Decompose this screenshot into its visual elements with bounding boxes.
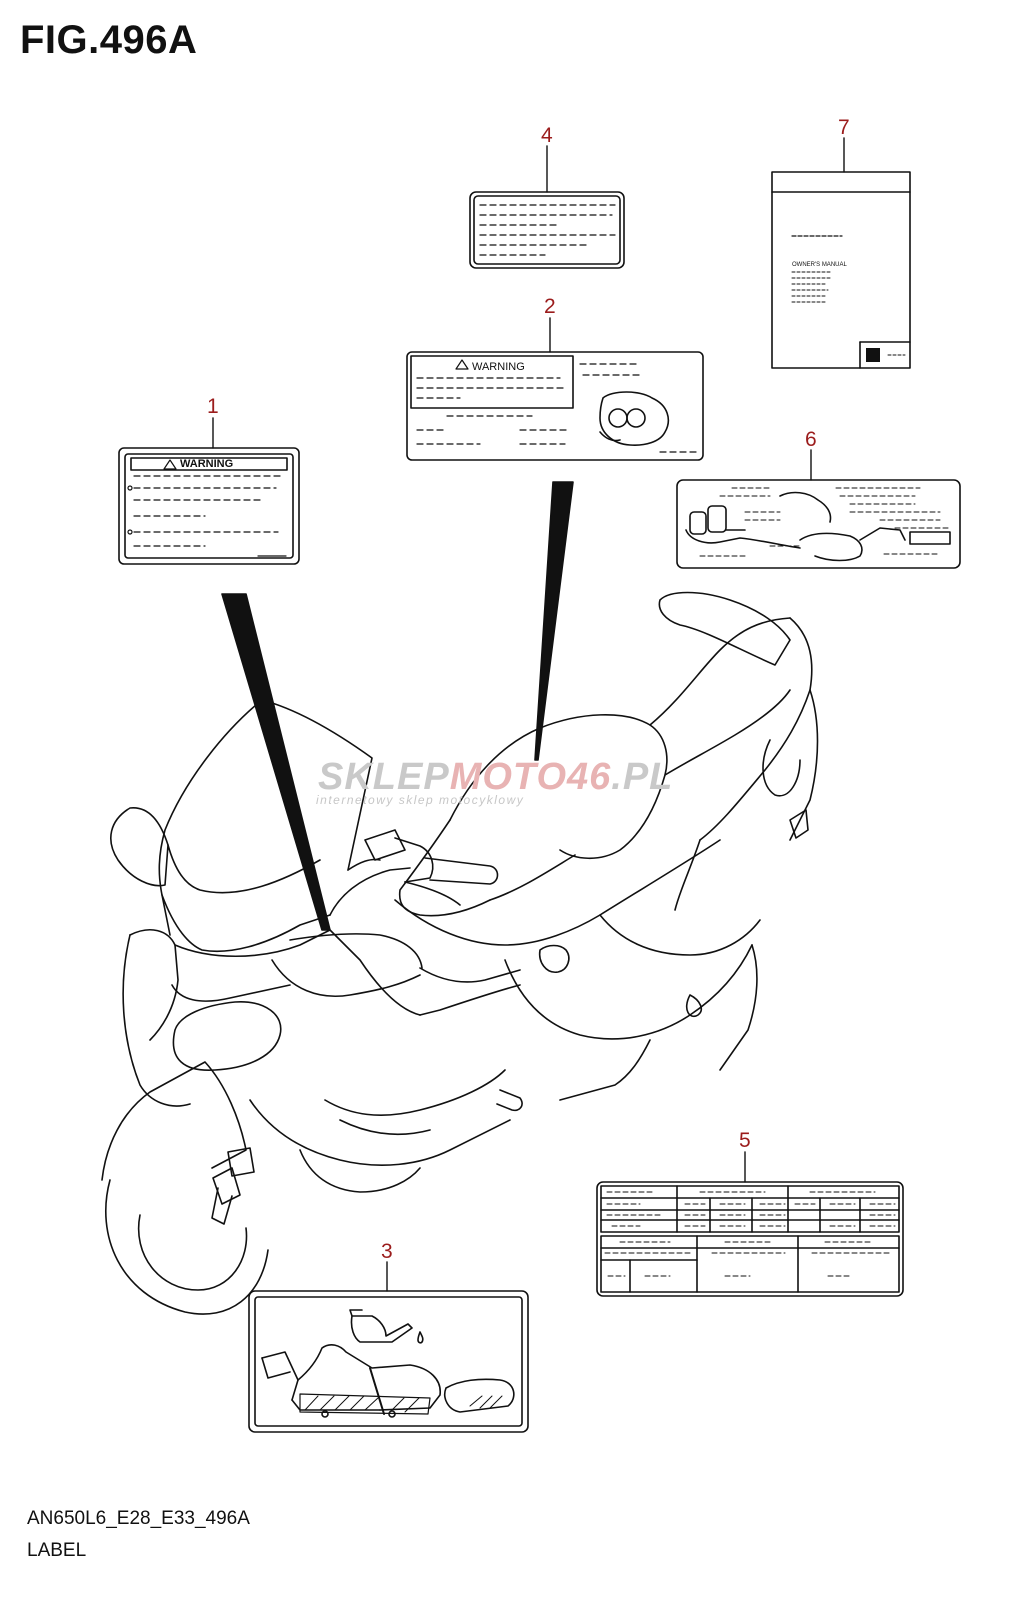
watermark-tagline: internetowy sklep motocyklowy: [316, 793, 525, 807]
scooter-outline: [101, 591, 819, 1315]
callout-4: 4: [541, 124, 553, 147]
leader-wedge-2: [534, 481, 574, 761]
watermark-brand-b: MOTO: [449, 756, 567, 798]
label-1-warning-text: WARNING: [180, 458, 233, 470]
label-2-warning: [406, 351, 704, 461]
watermark-brand-d: .PL: [611, 756, 674, 798]
callout-5: 5: [739, 1129, 751, 1152]
label-5-tire-table: [596, 1181, 904, 1297]
label-4: [469, 191, 625, 269]
callout-3: 3: [381, 1240, 393, 1263]
callout-1: 1: [207, 395, 219, 418]
label-1-warning: [118, 447, 300, 565]
callout-6: 6: [805, 428, 817, 451]
figure-title: FIG.496A: [20, 18, 198, 62]
label-7-owners-manual: [771, 171, 911, 369]
callout-2: 2: [544, 295, 556, 318]
callout-7: 7: [838, 116, 850, 139]
watermark-brand-a: SKLEP: [318, 756, 450, 798]
label-3-oil-level: [248, 1290, 529, 1433]
label-2-warning-text: WARNING: [472, 361, 525, 373]
figure-name: LABEL: [27, 1540, 87, 1561]
figure-code: AN650L6_E28_E33_496A: [27, 1508, 250, 1529]
leader-wedge-1: [221, 593, 331, 931]
watermark-brand-c: 46: [567, 756, 612, 798]
label-6-hose-routing: [676, 479, 961, 569]
manual-title-text: OWNER'S MANUAL: [792, 262, 847, 268]
watermark-logo: SKLEPMOTO46.PL: [318, 756, 673, 799]
